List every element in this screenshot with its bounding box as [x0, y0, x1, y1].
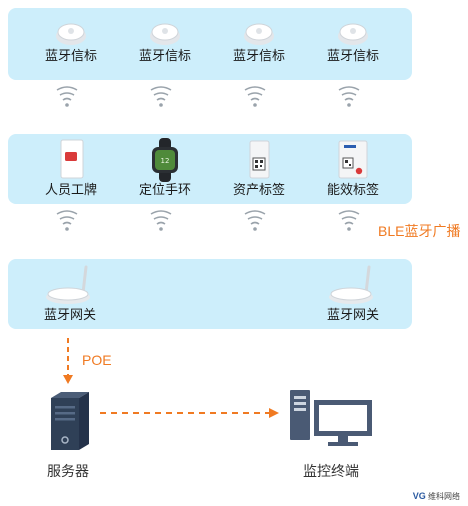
server-node: 服务器: [36, 390, 100, 481]
signal-icon: [244, 86, 266, 107]
gateway-icon: [46, 265, 90, 304]
tag-label: 定位手环: [138, 182, 191, 197]
server-icon: [51, 392, 89, 450]
ble-broadcast-label: BLE蓝牙广播: [378, 223, 461, 239]
signal-icon: [244, 210, 266, 231]
watermark-logo: VG: [412, 491, 426, 501]
beacon-label: 蓝牙信标: [138, 48, 191, 63]
beacon-icon: [150, 23, 180, 45]
svg-text:12: 12: [161, 157, 170, 165]
tag-node: 资产标签: [219, 138, 299, 198]
monitor-terminal-icon: [290, 390, 372, 446]
tag-node: 能效标签: [313, 138, 393, 198]
wristband-icon: 12: [152, 138, 178, 182]
signal-icon: [56, 86, 78, 107]
energy-tag-icon: [338, 140, 368, 179]
terminal-node: 监控终端: [286, 388, 376, 481]
tag-label: 人员工牌: [44, 182, 97, 197]
server-label: 服务器: [47, 463, 89, 479]
badge-icon: [60, 139, 84, 179]
beacon-node: 蓝牙信标: [31, 18, 111, 64]
beacon-label: 蓝牙信标: [232, 48, 285, 63]
beacon-label: 蓝牙信标: [326, 48, 379, 63]
asset-tag-icon: [249, 140, 270, 179]
signal-icon: [150, 210, 172, 231]
signal-icon: [338, 210, 360, 231]
tag-label: 资产标签: [232, 182, 285, 197]
beacon-node: 蓝牙信标: [313, 18, 393, 64]
watermark-text: 维科网络: [428, 492, 460, 501]
gateway-icon: [329, 265, 373, 304]
watermark: VG 维科网络: [413, 491, 460, 502]
signal-icon: [150, 86, 172, 107]
beacon-panel: 蓝牙信标 蓝牙信标 蓝牙信标 蓝牙信标: [8, 8, 412, 80]
gateway-label: 蓝牙网关: [326, 307, 379, 322]
poe-arrow: [63, 338, 73, 384]
beacon-label: 蓝牙信标: [44, 48, 97, 63]
data-flow-arrow: [100, 408, 279, 418]
beacon-icon: [56, 23, 86, 45]
tag-node: 人员工牌: [31, 138, 111, 198]
gateway-panel: 蓝牙网关 蓝牙网关: [8, 259, 412, 329]
gateway-node: 蓝牙网关: [313, 263, 393, 323]
beacon-icon: [338, 23, 368, 45]
beacon-node: 蓝牙信标: [219, 18, 299, 64]
terminal-label: 监控终端: [303, 463, 359, 479]
signal-icon: [338, 86, 360, 107]
tag-label: 能效标签: [326, 182, 379, 197]
tag-panel: 人员工牌 12 定位手环 资产标签 能效标签: [8, 134, 412, 204]
tag-node: 12 定位手环: [125, 138, 205, 198]
signal-icon: [56, 210, 78, 231]
gateway-label: 蓝牙网关: [43, 307, 96, 322]
beacon-icon: [244, 23, 274, 45]
beacon-node: 蓝牙信标: [125, 18, 205, 64]
poe-label: POE: [82, 352, 112, 368]
gateway-node: 蓝牙网关: [30, 263, 110, 323]
